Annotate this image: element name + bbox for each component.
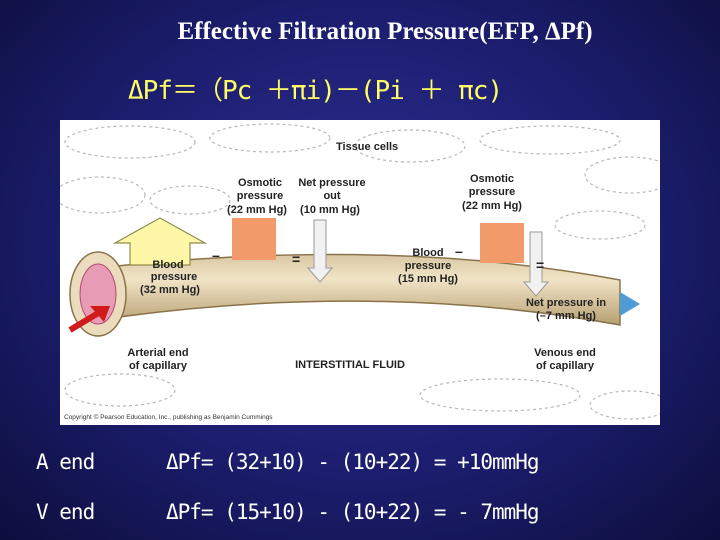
osmotic-right-label-3: (22 mm Hg) xyxy=(462,200,522,212)
net-in-arrow xyxy=(522,231,550,297)
blood-right-label-2: pressure xyxy=(405,260,451,272)
net-out-label-3: (10 mm Hg) xyxy=(300,204,360,216)
net-out-arrow xyxy=(306,219,334,283)
blood-flow-out-arrowhead xyxy=(620,292,640,316)
net-out-label-1: Net pressure xyxy=(298,177,365,189)
capillary-diagram-svg: Tissue cells Osmotic pressure (22 mm Hg)… xyxy=(60,123,660,421)
blood-left-label-2: pressure xyxy=(151,271,197,283)
interstitial-fluid-label: INTERSTITIAL FLUID xyxy=(295,359,405,371)
minus-sign-right: – xyxy=(455,243,463,259)
minus-sign-left: – xyxy=(212,247,220,263)
blood-flow-in-arrowhead xyxy=(90,306,110,322)
blood-right-label-3: (15 mm Hg) xyxy=(398,273,458,285)
venous-equation-row: V end ΔPf= (15+10) - (10+22) = - 7mmHg xyxy=(36,500,540,524)
slide-title: Effective Filtration Pressure(EFP, ΔPf) xyxy=(177,18,593,45)
blood-left-label-1: Blood xyxy=(152,259,183,271)
arterial-end-label-2: of capillary xyxy=(129,360,188,372)
equals-sign-left: = xyxy=(292,251,300,267)
venous-equation: ΔPf= (15+10) - (10+22) = - 7mmHg xyxy=(166,500,540,524)
arterial-equation-row: A end ΔPf= (32+10) - (10+22) = +10mmHg xyxy=(36,450,540,474)
osmotic-left-arrow xyxy=(112,217,208,266)
osmotic-left-label-3: (22 mm Hg) xyxy=(227,204,287,216)
blood-flow-in-arrow xyxy=(68,309,102,333)
equals-sign-right: = xyxy=(536,257,544,273)
net-in-label-2: (–7 mm Hg) xyxy=(536,310,596,322)
efp-formula: ΔPf＝（Pc ＋πi)－(Pi ＋ πc) xyxy=(128,76,503,106)
arterial-equation-label: A end xyxy=(36,450,95,474)
osmotic-right-arrow-shaft xyxy=(480,223,524,263)
osmotic-right-label-1: Osmotic xyxy=(470,173,514,185)
copyright-text: Copyright © Pearson Education, Inc., pub… xyxy=(64,413,273,421)
tissue-cells-layer xyxy=(60,123,660,420)
blood-right-label-1: Blood xyxy=(412,247,443,259)
venous-equation-label: V end xyxy=(36,500,95,524)
osmotic-left-label-1: Osmotic xyxy=(238,177,282,189)
net-out-arrow-shaft xyxy=(232,218,276,260)
net-in-label-1: Net pressure in xyxy=(526,297,606,309)
venous-end-label-2: of capillary xyxy=(536,360,595,372)
tissue-cells-label: Tissue cells xyxy=(336,141,398,153)
venous-end-label-1: Venous end xyxy=(534,347,596,359)
capillary-diagram: Tissue cells Osmotic pressure (22 mm Hg)… xyxy=(60,120,660,425)
arterial-equation: ΔPf= (32+10) - (10+22) = +10mmHg xyxy=(166,450,540,474)
blood-left-label-3: (32 mm Hg) xyxy=(140,284,200,296)
arterial-end-label-1: Arterial end xyxy=(127,347,188,359)
osmotic-left-label-2: pressure xyxy=(237,190,283,202)
net-out-label-2: out xyxy=(323,190,340,202)
osmotic-right-label-2: pressure xyxy=(469,186,515,198)
